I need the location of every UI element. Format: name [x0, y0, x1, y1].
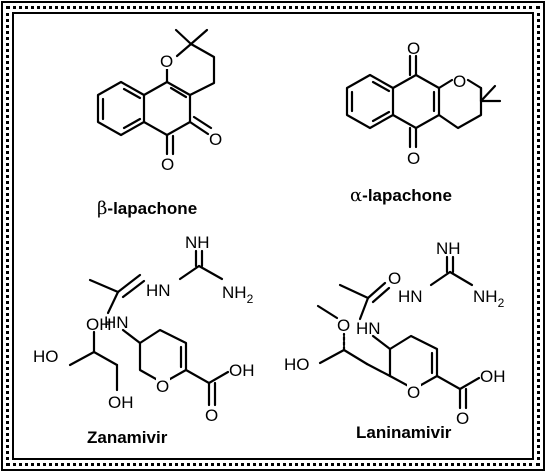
dotted-border — [6, 6, 540, 466]
laninamivir-structure: NH NH2 HN O OH O HN O O HO — [284, 239, 506, 428]
zanamivir-nh-label: HN — [104, 313, 129, 332]
zanamivir-oh-bottom-label: OH — [108, 393, 134, 412]
laninamivir-acetyl-oxygen-label: O — [388, 269, 401, 288]
laninamivir-ring-oxygen-label: O — [407, 383, 420, 402]
zanamivir-nh-text: NH — [222, 283, 247, 302]
zanamivir-acid-oh-label: OH — [229, 361, 255, 380]
laninamivir-imine-label: NH — [436, 239, 461, 258]
laninamivir-name: Laninamivir — [356, 423, 452, 442]
beta-ring-oxygen-label: O — [160, 52, 173, 71]
laninamivir-amine-label: NH2 — [473, 287, 505, 310]
zanamivir-sub2: 2 — [247, 292, 254, 306]
laninamivir-acid-oh-label: OH — [480, 367, 506, 386]
laninamivir-sub2: 2 — [498, 296, 505, 310]
beta-lapachone-name: β-lapachone — [97, 198, 197, 219]
zanamivir-oh-top-label: OH — [86, 315, 112, 334]
alpha-lapachone-label: -lapachone — [362, 186, 452, 205]
laninamivir-acid-o-label: O — [456, 409, 469, 428]
alpha-carbonyl-oxygen-label-2: O — [407, 149, 420, 168]
beta-carbonyl-oxygen-label-2: O — [161, 155, 174, 174]
alpha-symbol: α — [350, 185, 362, 206]
alpha-lapachone-structure: O O O — [345, 39, 502, 168]
beta-lapachone-structure: O O O — [96, 28, 222, 174]
alpha-lapachone-name: α-lapachone — [350, 185, 452, 206]
zanamivir-imine-label: NH — [185, 233, 210, 252]
zanamivir-acid-o-label: O — [205, 406, 218, 425]
zanamivir-ho-label: HO — [33, 347, 59, 366]
alpha-ring-oxygen-label: O — [453, 72, 466, 91]
laninamivir-ho-label: HO — [284, 355, 310, 374]
laninamivir-nh-label: HN — [356, 319, 381, 338]
laninamivir-methoxy-oxygen-label: O — [337, 316, 350, 335]
zanamivir-name: Zanamivir — [87, 428, 168, 447]
laninamivir-hn-label: HN — [398, 287, 423, 306]
zanamivir-amine-label: NH2 — [222, 283, 254, 306]
zanamivir-ring-oxygen-label: O — [156, 377, 169, 396]
zanamivir-hn-label: HN — [146, 281, 171, 300]
beta-symbol: β — [97, 198, 107, 219]
beta-carbonyl-oxygen-label: O — [209, 130, 222, 149]
alpha-carbonyl-oxygen-label: O — [407, 39, 420, 58]
inner-border — [12, 12, 534, 460]
laninamivir-nh-text: NH — [473, 287, 498, 306]
outer-border — [1, 1, 545, 471]
beta-lapachone-label: -lapachone — [107, 199, 197, 218]
zanamivir-structure: NH NH2 HN O OH O HN OH OH HO — [33, 233, 255, 425]
